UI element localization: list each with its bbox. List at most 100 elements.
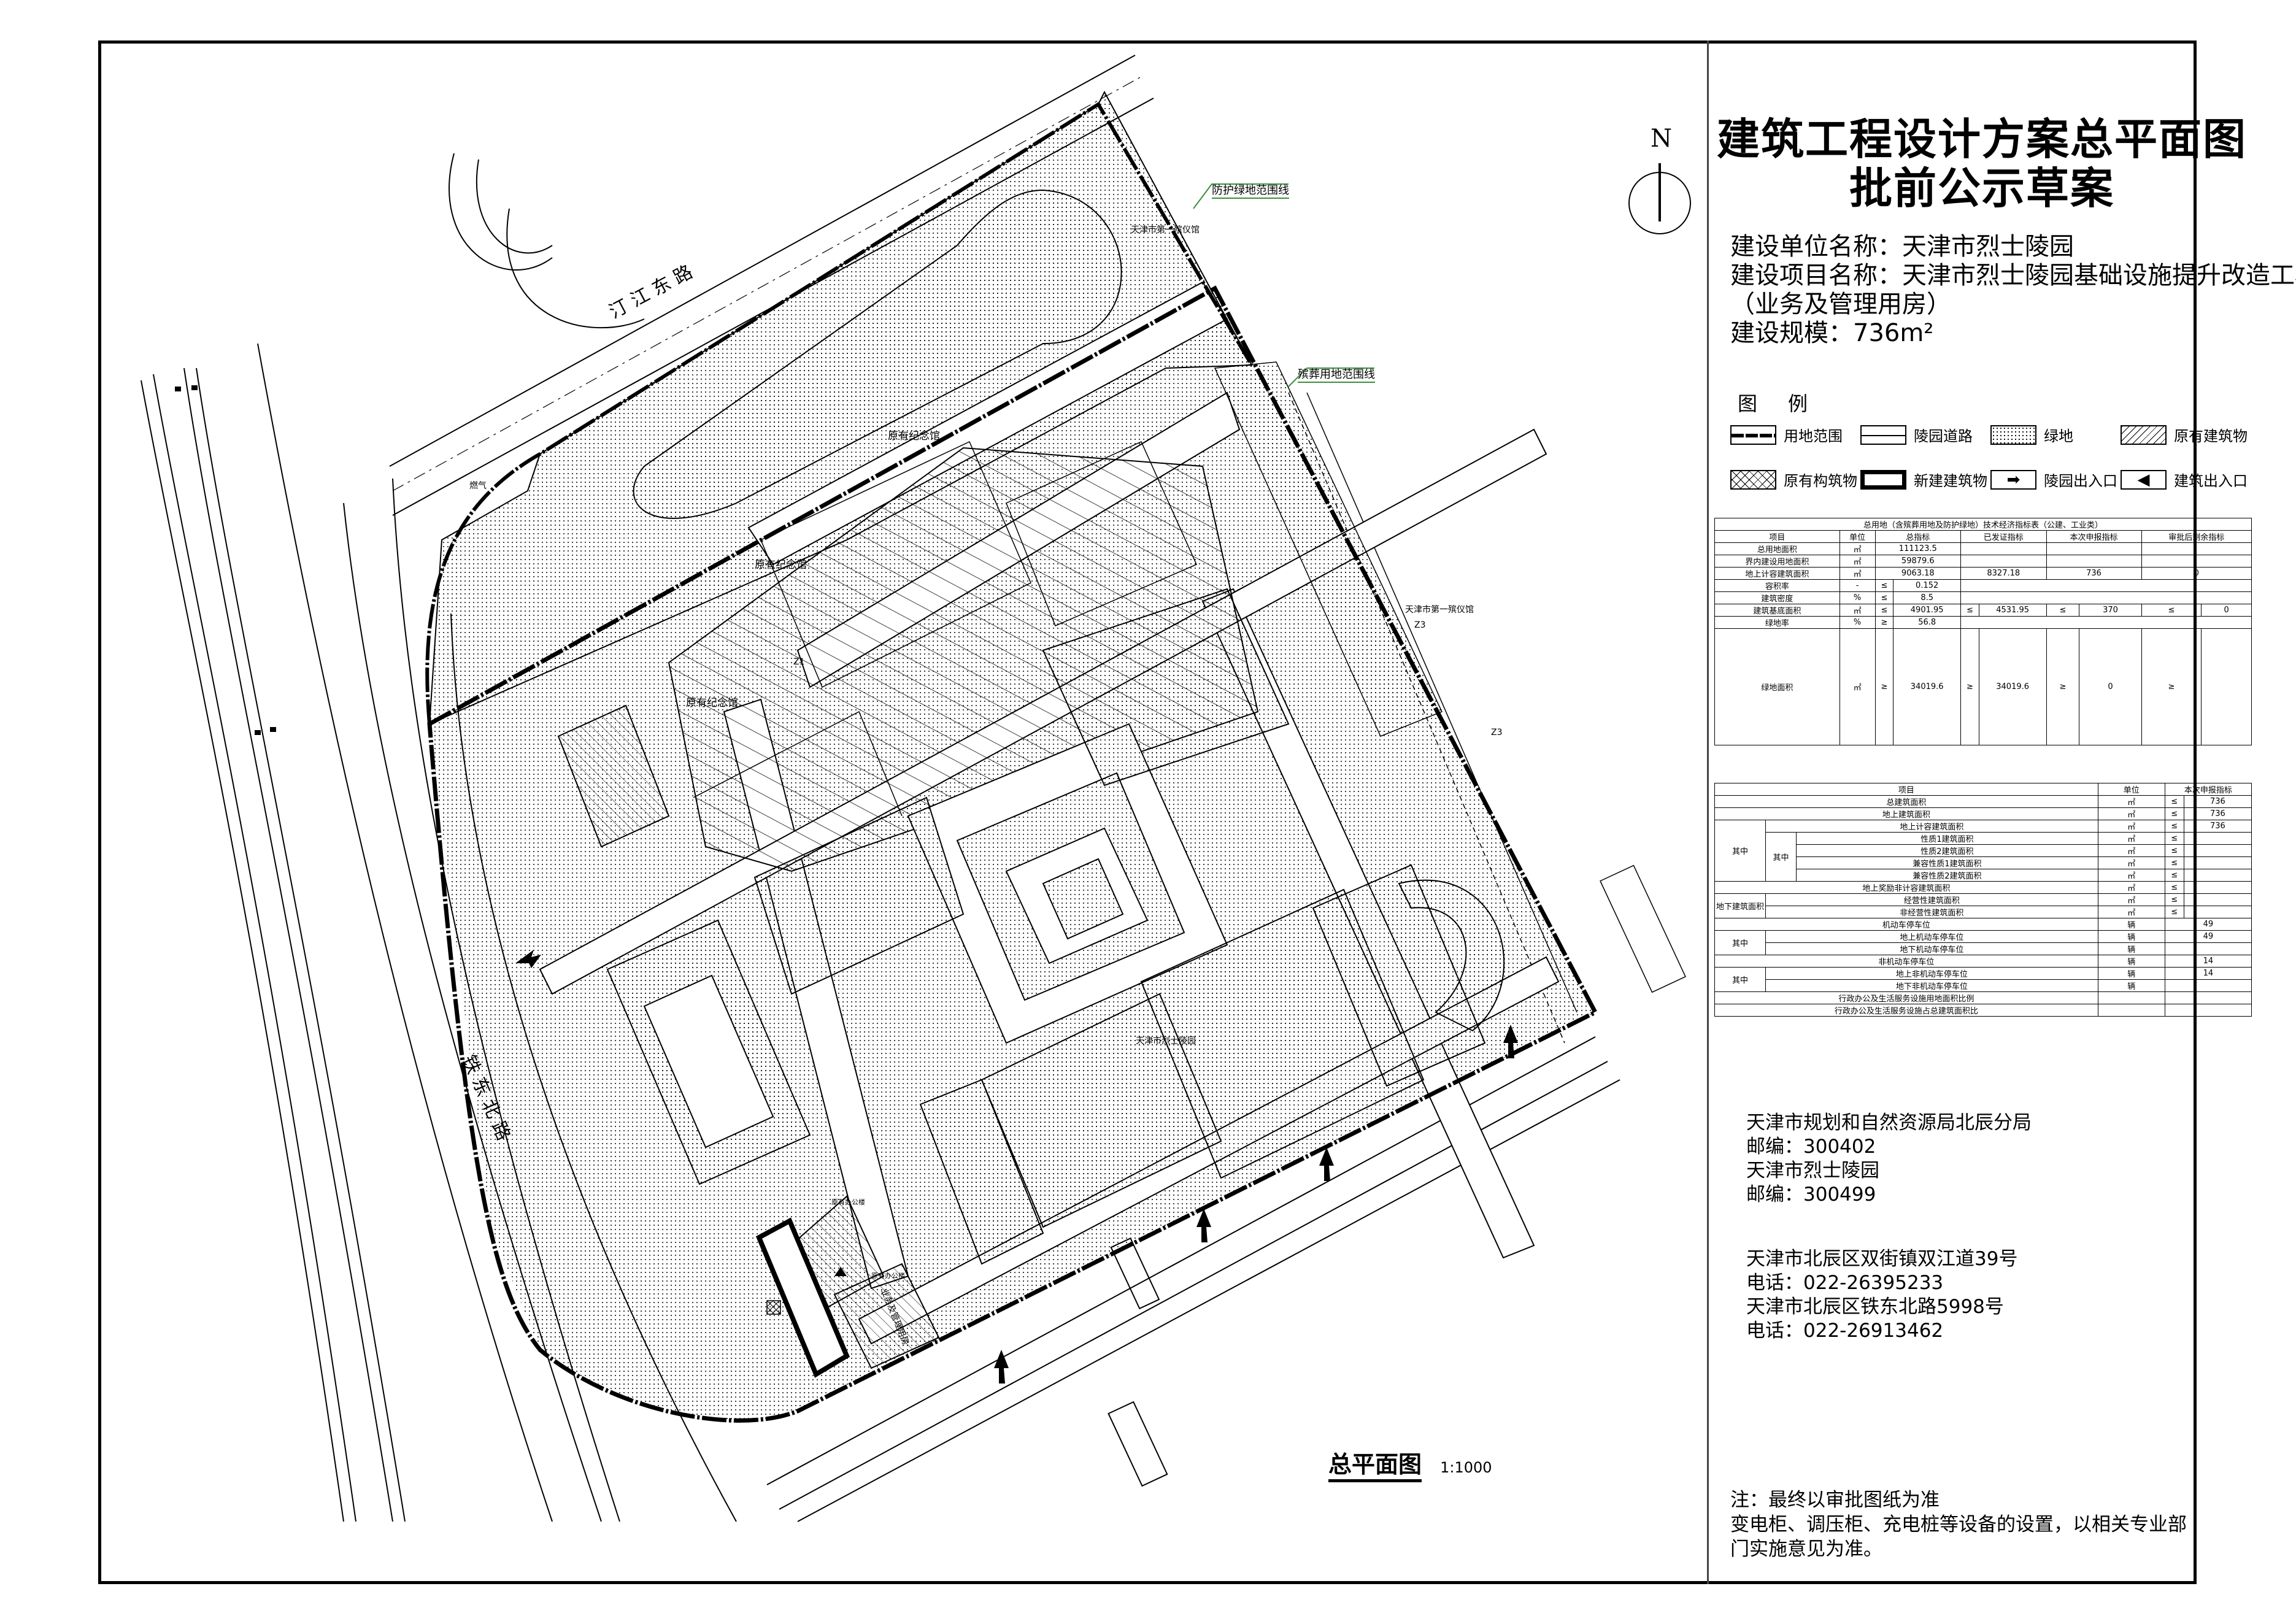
north-label: N xyxy=(1651,125,1672,153)
thick-outline-icon xyxy=(1860,469,1906,490)
project-info: 建设单位名称：天津市烈士陵园 建设项目名称：天津市烈士陵园基础设施提升改造工程 … xyxy=(1730,233,2296,348)
drawing-scale: 1:1000 xyxy=(1440,1459,1492,1476)
existing-office-2 xyxy=(833,1263,940,1369)
label-memorial-hall-2: 原有纪念馆 xyxy=(888,430,940,442)
label-funeral-home-2: 天津市第一殡仪馆 xyxy=(1405,605,1474,615)
new-building xyxy=(755,1217,850,1378)
notes: 注：最终以审批图纸为准 变电柜、调压柜、充电桩等设备的设置，以相关专业部 门实施… xyxy=(1730,1488,2187,1561)
label-funeral-home-1: 天津市第一殡仪馆 xyxy=(1131,225,1200,235)
note-line-3: 门实施意见为准。 xyxy=(1730,1538,1882,1560)
label-zone-z1: Z1 xyxy=(793,657,805,667)
title-line1: 建筑工程设计方案总平面图 xyxy=(1717,114,2247,164)
label-old-office-1: 原有办公楼 xyxy=(831,1198,865,1206)
legend-item-boundary: 用地范围 xyxy=(1730,421,1860,448)
legend-item-green: 绿地 xyxy=(1990,421,2121,448)
table-row: 地下非机动车停车位辆 xyxy=(1715,979,2252,992)
note-line-2: 变电柜、调压柜、充电桩等设备的设置，以相关专业部 xyxy=(1730,1514,2187,1536)
legend-item-road: 陵园道路 xyxy=(1860,421,1990,448)
table-row: 容积率-≤0.152 xyxy=(1714,579,2252,592)
west-buildings xyxy=(557,704,811,1185)
contact-address-1: 天津市北辰区双街镇双江道39号 xyxy=(1746,1248,2018,1270)
legend-heading: 图例 xyxy=(1738,392,1839,415)
label-protective-green-line: 防护绿地范围线 xyxy=(1212,182,1289,199)
existing-structure xyxy=(766,1300,781,1315)
legend: 用地范围 陵园道路 绿地 原有建筑物 原有构筑物 新建建筑物 ➡ 陵园出入口 xyxy=(1730,421,2252,510)
contact-block-2: 天津市北辰区双街镇双江道39号 电话：022-26395233 天津市北辰区铁东… xyxy=(1746,1247,2017,1343)
note-line-1: 注：最终以审批图纸为准 xyxy=(1730,1489,1940,1511)
label-zone-z3: Z3 xyxy=(1414,620,1426,630)
site-plan-drawing xyxy=(141,55,1686,1522)
legend-item-cemetery-entrance: ➡ 陵园出入口 xyxy=(1990,466,2121,493)
annotation-leaders xyxy=(1193,183,1374,387)
road-line-icon xyxy=(1860,425,1906,445)
contact-block-1: 天津市规划和自然资源局北辰分局 邮编：300402 天津市烈士陵园 邮编：300… xyxy=(1746,1111,2032,1207)
boundary-line-icon xyxy=(1730,425,1776,445)
table-row: 行政办公及生活服务设施用地面积比例 xyxy=(1714,991,2252,1004)
info-panel: 建筑工程设计方案总平面图 批前公示草案 建设单位名称：天津市烈士陵园 建设项目名… xyxy=(1712,44,2296,1581)
north-arrow: N xyxy=(1626,125,1693,242)
table-row: 行政办公及生活服务设施占总建筑面积比 xyxy=(1714,1004,2252,1017)
legend-item-existing-structure: 原有构筑物 xyxy=(1730,466,1860,493)
cemetery-entrance-arrows xyxy=(515,950,1518,1383)
table-row: 绿地率%≥56.8 xyxy=(1714,616,2252,629)
arrow-right-icon: ➡ xyxy=(1990,469,2036,490)
central-plaza xyxy=(753,588,1486,1265)
contact-org-2: 天津市烈士陵园 xyxy=(1746,1160,1879,1182)
construction-unit: 建设单位名称：天津市烈士陵园 xyxy=(1730,233,2074,261)
legend-item-new-building: 新建建筑物 xyxy=(1860,466,1990,493)
contact-org-1: 天津市规划和自然资源局北辰分局 xyxy=(1746,1112,2032,1134)
project-subname: （业务及管理用房） xyxy=(1730,290,1951,318)
site-boundary xyxy=(427,285,1598,1423)
drawing-title: 总平面图 1:1000 xyxy=(1328,1445,1492,1482)
legend-item-building-entrance: ◀ 建筑出入口 xyxy=(2121,466,2251,493)
label-gas: 燃气 xyxy=(469,481,487,491)
drawing-title-text: 总平面图 xyxy=(1328,1451,1422,1482)
green-boundary xyxy=(425,101,1254,725)
diagonal-hatch-icon xyxy=(2121,425,2167,445)
dotted-green-icon xyxy=(1990,425,2036,445)
indicator-table-1: 总用地（含殡葬用地及防护绿地）技术经济指标表（公建、工业类） 项目单位 总指标已… xyxy=(1714,518,2252,745)
contact-zip-2: 邮编：300499 xyxy=(1746,1183,1876,1206)
site-plan-map: 汀 江 东 路 铁 东 北 路 防护绿地范围线 殡葬用地范围线 天津市第一殡仪馆… xyxy=(101,44,1707,1581)
label-cemetery: 天津市烈士陵园 xyxy=(1136,1036,1196,1046)
rail-markers xyxy=(175,385,276,735)
label-memorial-hall-1: 原有纪念馆 xyxy=(755,559,807,571)
construction-scale: 建设规模：736m² xyxy=(1730,319,1934,347)
label-old-office-2: 原有办公楼 xyxy=(871,1272,905,1280)
label-zone-z3-b: Z3 xyxy=(1491,728,1503,737)
building-entrance-icon xyxy=(834,1267,847,1276)
contact-address-2: 天津市北辰区铁东北路5998号 xyxy=(1746,1296,2004,1318)
office-cluster xyxy=(755,1195,940,1378)
table-row: 地下机动车停车位辆 xyxy=(1715,942,2252,955)
contact-phone-2: 电话：022-26913462 xyxy=(1746,1320,1944,1342)
panel-divider xyxy=(1707,40,1709,1584)
arc-memorial xyxy=(1398,879,1505,1032)
contact-zip-1: 邮编：300402 xyxy=(1746,1136,1876,1158)
label-memorial-hall-3: 原有纪念馆 xyxy=(686,697,738,709)
title-line2: 批前公示草案 xyxy=(1849,163,2114,214)
table-row: 建筑密度%≤8.5 xyxy=(1714,591,2252,604)
legend-item-existing-building: 原有建筑物 xyxy=(2121,421,2251,448)
cross-hatch-icon xyxy=(1730,469,1776,490)
triangle-left-icon: ◀ xyxy=(2121,469,2167,490)
project-name: 建设项目名称：天津市烈士陵园基础设施提升改造工程 xyxy=(1730,261,2296,290)
contact-phone-1: 电话：022-26395233 xyxy=(1746,1272,1944,1294)
label-funeral-land-line: 殡葬用地范围线 xyxy=(1298,366,1375,383)
